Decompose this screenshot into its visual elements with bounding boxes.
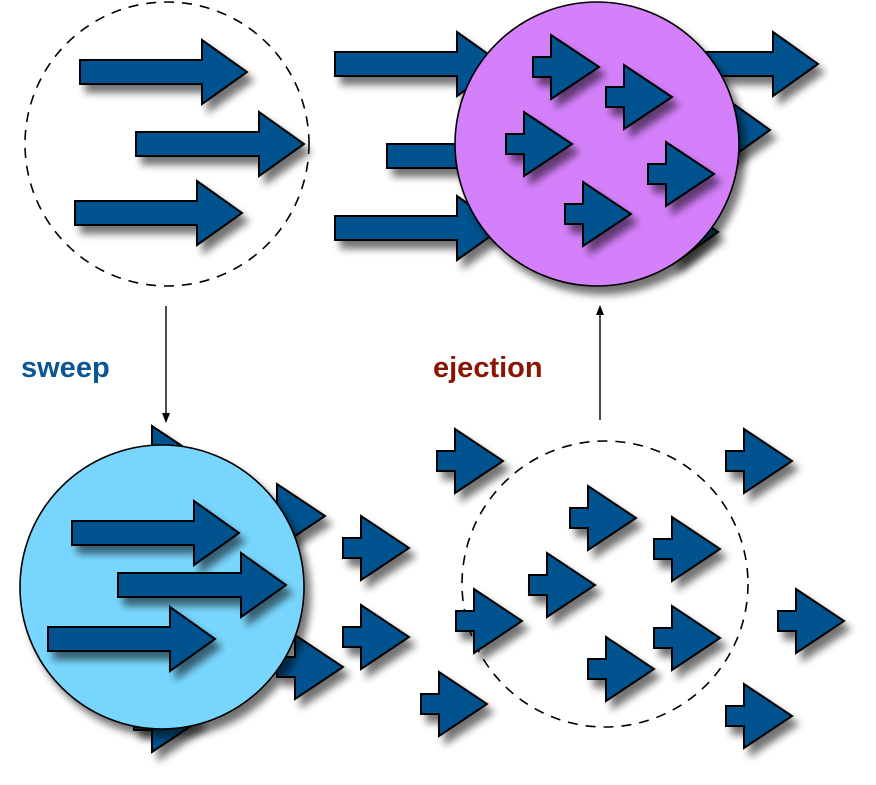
short-arrow-icon [420, 670, 489, 738]
short-arrow-icon [564, 180, 633, 248]
long-arrow-icon [135, 110, 306, 178]
short-arrow-icon [528, 551, 597, 619]
short-arrow-icon [505, 110, 574, 178]
short-arrow-icon [653, 515, 722, 583]
short-arrow-icon [276, 633, 345, 701]
ejection-region [454, 1, 740, 287]
short-arrow-icon [725, 682, 794, 750]
short-arrow-icon [647, 140, 716, 208]
short-arrow-icon [436, 427, 505, 495]
short-arrow-icon [777, 587, 846, 655]
long-arrow-icon [79, 38, 249, 106]
connectors-layer [162, 305, 604, 423]
dashed-region-outline [24, 1, 310, 287]
long-arrow-icon [117, 551, 288, 619]
short-arrow-icon [455, 587, 524, 655]
short-arrow-icon [605, 63, 674, 131]
short-arrow-icon [725, 427, 794, 495]
short-arrow-icon [532, 33, 601, 101]
short-arrow-icon [653, 604, 722, 672]
short-arrow-icon [342, 603, 411, 671]
long-arrow-icon [74, 179, 244, 247]
ejection-label: ejection [433, 352, 543, 384]
long-arrow-icon [47, 605, 217, 673]
foreground-arrows-layer [24, 1, 846, 750]
dashed-region-outline [461, 440, 749, 728]
short-arrow-icon [587, 635, 656, 703]
long-arrow-icon [334, 194, 504, 262]
long-arrow-icon [71, 499, 241, 567]
short-arrow-icon [569, 484, 638, 552]
short-arrow-icon [342, 514, 411, 582]
sweep-label: sweep [21, 352, 110, 384]
